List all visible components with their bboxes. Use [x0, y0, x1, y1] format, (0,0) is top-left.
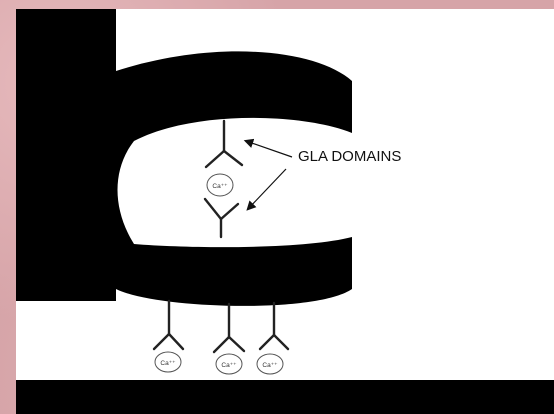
calcium-ion-label: Ca⁺⁺ [262, 362, 278, 369]
gla-domain-upper [204, 119, 244, 169]
calcium-ion-center: Ca⁺⁺ [206, 173, 234, 197]
gla-domain-bottom-2 [212, 302, 246, 354]
gla-domain-bottom-1 [152, 299, 185, 351]
membrane-bar [16, 380, 554, 414]
diagram-canvas: Ca⁺⁺ GLA DOMAINS Ca⁺⁺ [16, 9, 554, 414]
diagram-panel: Ca⁺⁺ GLA DOMAINS Ca⁺⁺ [16, 9, 554, 414]
c-shaped-protein [16, 9, 352, 306]
gla-domains-label: GLA DOMAINS [298, 148, 401, 165]
calcium-ion-label: Ca⁺⁺ [221, 362, 237, 369]
gla-domain-bottom-3 [258, 301, 290, 351]
arrow-to-lower-domain [246, 168, 287, 211]
calcium-ion-label: Ca⁺⁺ [212, 183, 228, 190]
calcium-ion-bottom-3: Ca⁺⁺ [256, 353, 284, 375]
arrow-to-upper-domain [243, 138, 293, 158]
gla-domain-lower [203, 197, 240, 239]
calcium-ion-bottom-1: Ca⁺⁺ [154, 351, 182, 373]
calcium-ion-label: Ca⁺⁺ [160, 360, 176, 367]
calcium-ion-bottom-2: Ca⁺⁺ [215, 353, 243, 375]
